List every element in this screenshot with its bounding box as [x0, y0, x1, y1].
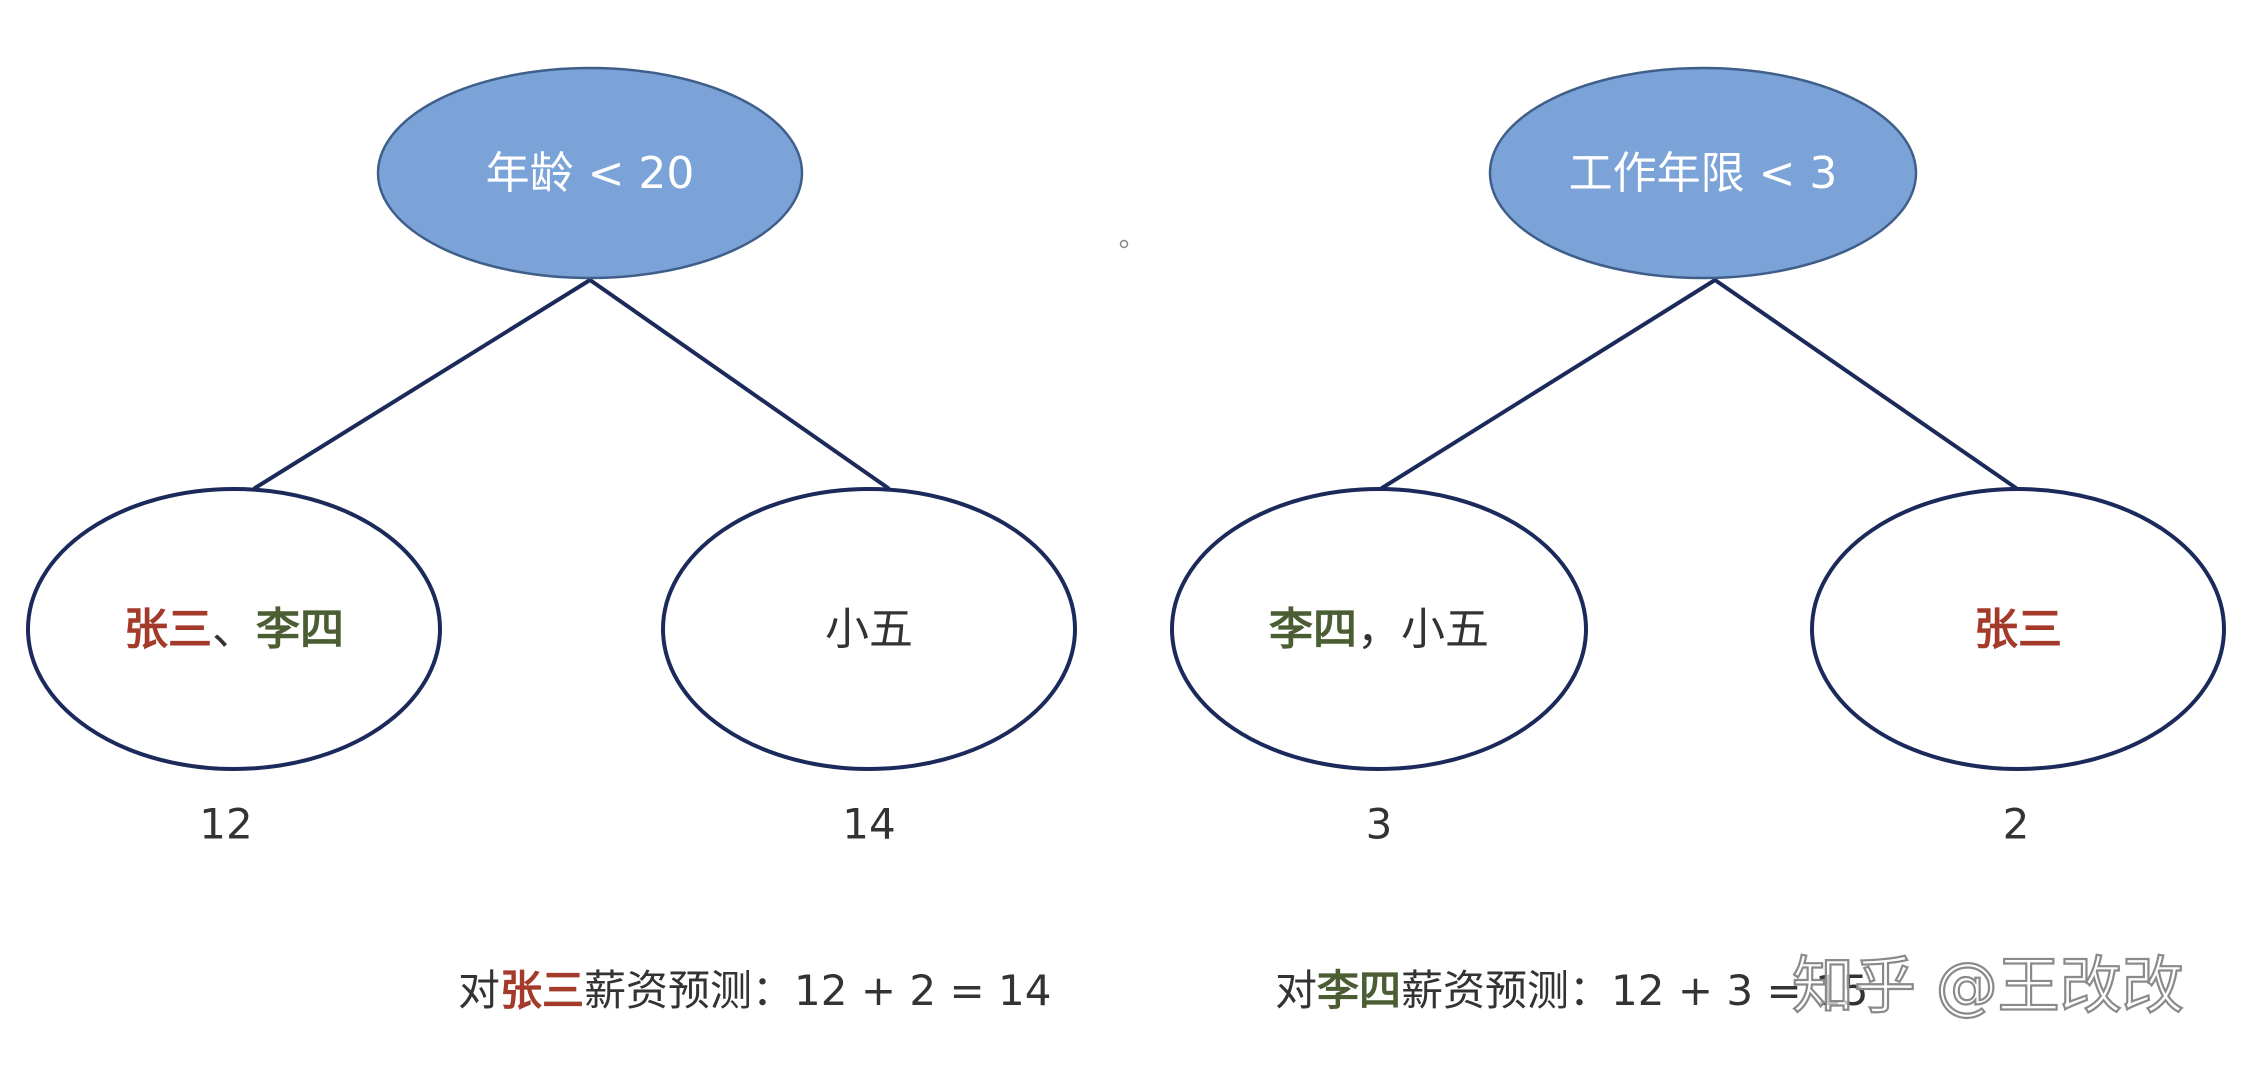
tree-2: 工作年限 < 3 李四，小五 张三 3 2 — [1170, 66, 2226, 849]
tree-1-root-label: 年龄 < 20 — [486, 148, 695, 199]
zhihu-watermark: 知乎 @王改改 — [1792, 949, 2184, 1022]
tree-1-right-leaf-value: 14 — [842, 800, 895, 849]
tree-2-edge-right — [1713, 278, 2018, 490]
tree-2-right-leaf-name-zhang-san: 张三 — [1974, 604, 2062, 655]
caption-li-si-prediction: 对李四薪资预测：12 + 3 = 15 — [1275, 966, 1868, 1015]
tree-1-root-node: 年龄 < 20 — [376, 66, 804, 280]
tree-1-left-leaf-name-li-si: 李四 — [256, 604, 344, 655]
tree-1-left-leaf-separator: 、 — [212, 604, 256, 655]
tree-2-left-leaf-label: 李四，小五 — [1269, 604, 1489, 655]
caption-1-prefix: 对 — [458, 966, 500, 1015]
tree-2-right-leaf-value: 2 — [2003, 800, 2030, 849]
tree-2-left-leaf: 李四，小五 — [1170, 487, 1588, 771]
caption-2-name: 李四 — [1317, 966, 1401, 1015]
caption-zhang-san-prediction: 对张三薪资预测：12 + 2 = 14 — [458, 966, 1051, 1015]
tree-1-right-leaf-name-xiao-wu: 小五 — [825, 604, 913, 655]
tree-1-edge-right — [588, 278, 890, 490]
tree-2-edge-left — [1380, 278, 1717, 490]
tree-1: 年龄 < 20 张三、李四 小五 12 14 — [26, 66, 1077, 849]
tree-1-left-leaf-name-zhang-san: 张三 — [124, 604, 212, 655]
tree-2-left-leaf-name-xiao-wu: ，小五 — [1357, 604, 1489, 655]
tree-1-left-leaf-value: 12 — [199, 800, 252, 849]
caption-1-formula: 薪资预测：12 + 2 = 14 — [584, 966, 1051, 1015]
tree-2-left-leaf-value: 3 — [1366, 800, 1393, 849]
tree-2-right-leaf-label: 张三 — [1974, 604, 2062, 655]
caption-2-formula: 薪资预测：12 + 3 = 15 — [1401, 966, 1868, 1015]
tree-2-left-leaf-name-li-si: 李四 — [1269, 604, 1357, 655]
tree-1-left-leaf: 张三、李四 — [26, 487, 442, 771]
caption-1-name: 张三 — [500, 966, 584, 1015]
stray-dot — [1119, 239, 1129, 249]
tree-2-right-leaf: 张三 — [1810, 487, 2226, 771]
tree-1-right-leaf-label: 小五 — [825, 604, 913, 655]
tree-1-left-leaf-label: 张三、李四 — [124, 604, 344, 655]
tree-1-edge-left — [253, 278, 592, 490]
caption-2-prefix: 对 — [1275, 966, 1317, 1015]
tree-2-root-node: 工作年限 < 3 — [1488, 66, 1918, 280]
tree-1-right-leaf: 小五 — [661, 487, 1077, 771]
tree-2-root-label: 工作年限 < 3 — [1569, 148, 1838, 199]
